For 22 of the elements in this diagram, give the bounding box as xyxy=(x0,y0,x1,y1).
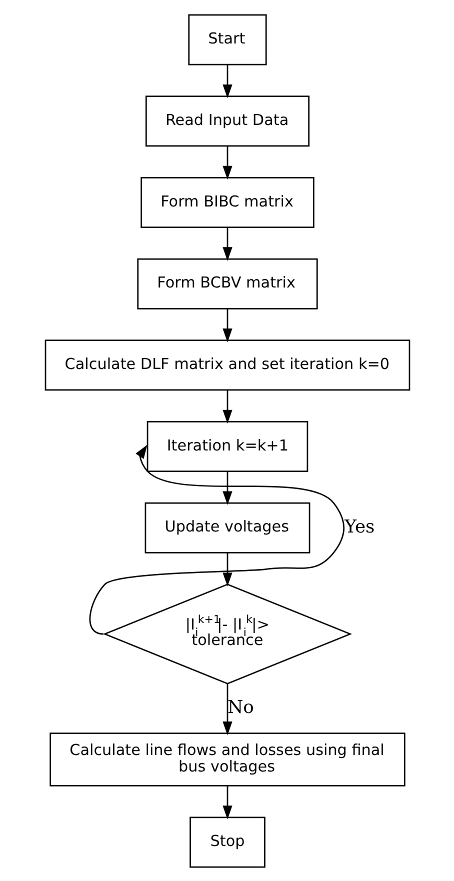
arrow xyxy=(222,785,232,819)
arrow xyxy=(222,226,232,260)
arrow xyxy=(222,683,232,735)
arrow xyxy=(88,444,344,634)
edge-label: Yes xyxy=(344,516,374,538)
arrow xyxy=(222,390,232,424)
arrow xyxy=(222,308,232,342)
arrow xyxy=(222,470,232,504)
edge-label: No xyxy=(227,696,254,718)
arrow xyxy=(222,146,232,180)
node-box: Stop xyxy=(189,816,265,868)
node-box: Form BCBV matrix xyxy=(136,258,318,309)
node-box: Iteration k=k+1 xyxy=(146,420,308,472)
arrow xyxy=(222,64,232,98)
node-box: Form BIBC matrix xyxy=(140,176,314,228)
node-box: Start xyxy=(188,14,266,65)
node-box: Update voltages xyxy=(144,502,310,553)
node-diamond: |I$_{i}$$^{k+1}$|- |I$_{i}$$^{k}$|> tolerance xyxy=(102,583,352,684)
node-box: Calculate DLF matrix and set iteration k=0 xyxy=(44,339,410,390)
node-box: Calculate line flows and losses using final bus voltages xyxy=(49,732,405,786)
node-box: Read Input Data xyxy=(144,95,310,146)
arrow xyxy=(222,552,232,586)
